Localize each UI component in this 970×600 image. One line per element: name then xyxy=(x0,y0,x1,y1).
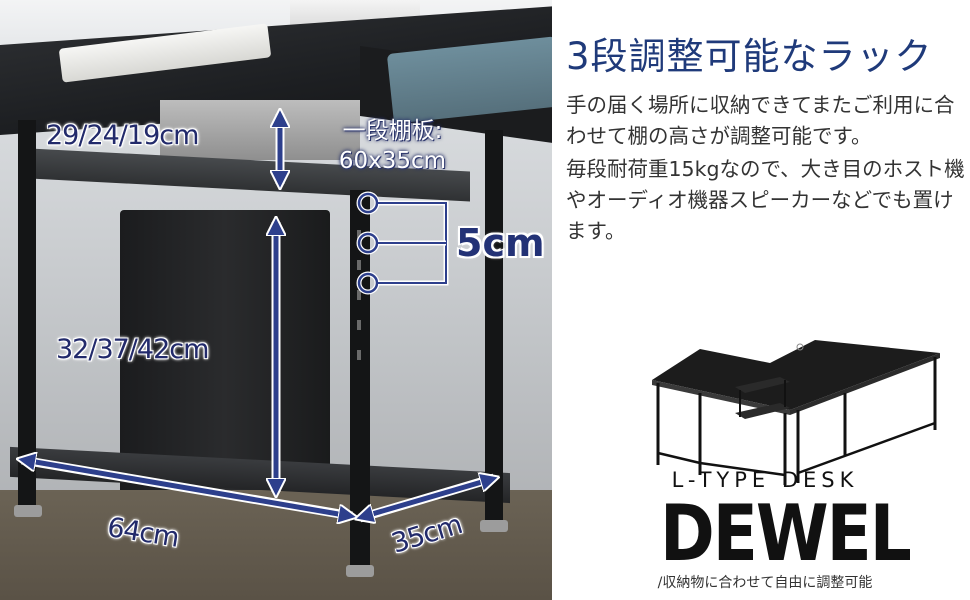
photo-leg-right xyxy=(485,130,503,530)
shelf-board-label: 一段棚板: 60x35cm xyxy=(320,116,465,176)
page-heading: 3段調整可能なラック xyxy=(566,35,933,78)
product-brand: DEWEL xyxy=(660,488,912,579)
photo-foot xyxy=(346,565,374,577)
hole-pitch-label: 5cm xyxy=(456,221,545,265)
photo-adjust-hole xyxy=(357,320,361,330)
product-tagline: /収納物に合わせて自由に調整可能 xyxy=(657,575,873,591)
product-subtitle: L-TYPE DESK xyxy=(671,468,859,492)
shelf-board-line1: 一段棚板: xyxy=(342,118,443,144)
hole-markers xyxy=(356,191,449,295)
desk-illustration xyxy=(652,340,940,485)
photo-adjust-hole xyxy=(357,350,361,360)
photo-leg-left xyxy=(18,120,36,510)
measurement-arrows xyxy=(0,0,552,600)
description: 手の届く場所に収納できてまたご利用に合わせて棚の高さが調整可能です。 毎段耐荷重… xyxy=(566,90,966,247)
description-paragraph-1: 手の届く場所に収納できてまたご利用に合わせて棚の高さが調整可能です。 xyxy=(566,93,955,148)
lower-height-label: 32/37/42cm xyxy=(56,334,209,365)
depth-arrow xyxy=(360,478,494,518)
product-photo: 29/24/19cm 一段棚板: 60x35cm 5cm 32/37/42cm … xyxy=(0,0,552,600)
shelf-gap-label: 29/24/19cm xyxy=(46,120,199,151)
photo-adjust-hole xyxy=(357,290,361,300)
photo-adjust-hole xyxy=(357,230,361,240)
photo-shelf-items xyxy=(160,100,360,160)
shelf-board-line2: 60x35cm xyxy=(338,148,447,174)
width-arrow xyxy=(22,460,352,516)
photo-adjust-hole xyxy=(357,260,361,270)
description-paragraph-2: 毎段耐荷重15kgなので、大き目のホスト機やオーディオ機器スピーカーなどでも置け… xyxy=(566,157,965,243)
